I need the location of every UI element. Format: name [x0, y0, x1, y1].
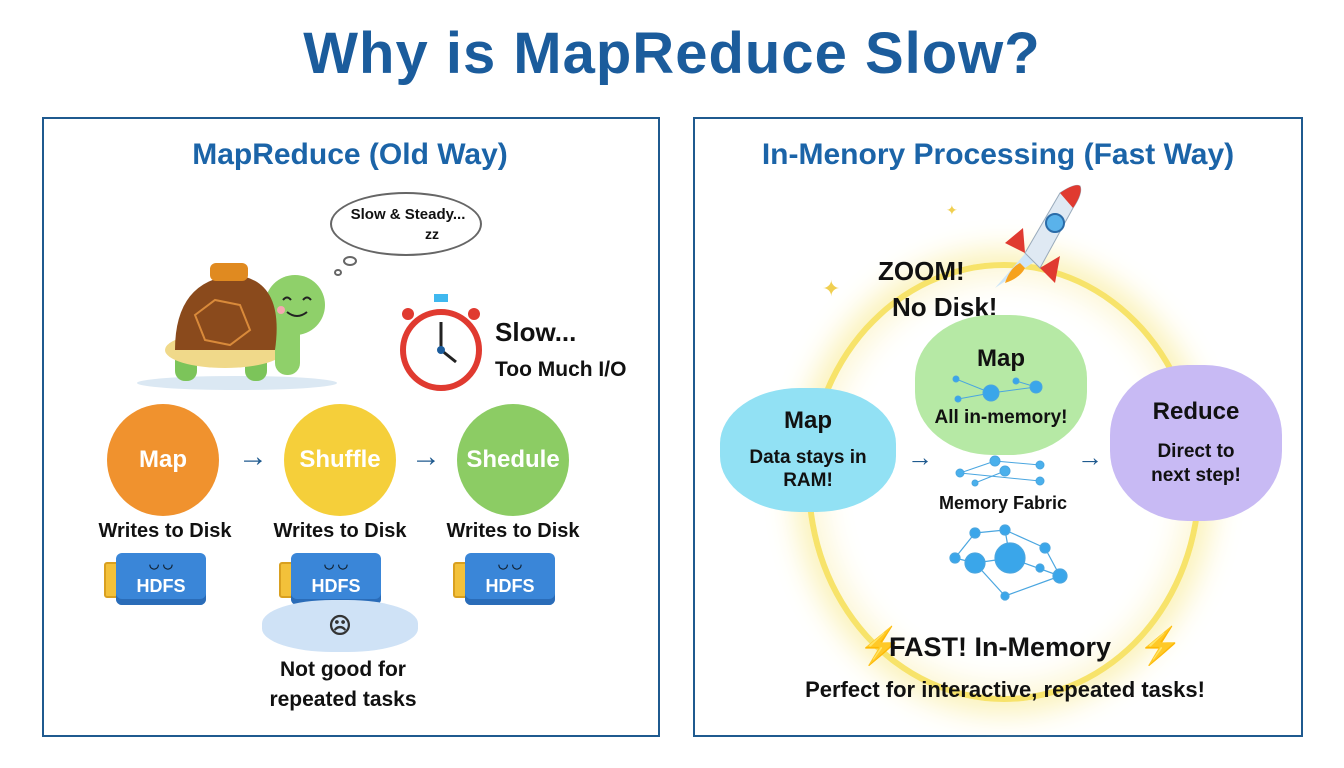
network-icon: [955, 455, 1045, 487]
writes-to-disk-label: Writes to Disk: [446, 520, 580, 542]
stage-map: Map: [107, 404, 219, 516]
thought-dot: [334, 269, 342, 276]
cloud-title: Map: [784, 407, 832, 435]
writes-to-disk-label: Writes to Disk: [273, 520, 407, 542]
hdfs-disk-icon: ◡ ◡HDFS: [291, 553, 381, 605]
zoom-label: ZOOM!: [878, 256, 965, 286]
arrow-icon: →: [238, 440, 268, 473]
sparkle-icon: ✦: [822, 276, 841, 301]
thought-bubble: Slow & Steady... zz: [330, 192, 482, 256]
sparkle-icon: ✦: [946, 202, 958, 218]
lightning-icon: ⚡: [1138, 625, 1183, 666]
hdfs-label: HDFS: [485, 576, 535, 596]
page-title: Why is MapReduce Slow?: [303, 21, 1041, 86]
writes-to-disk-label: Writes to Disk: [98, 520, 232, 542]
stopwatch-icon: [400, 294, 482, 391]
hdfs-label: HDFS: [311, 576, 361, 596]
cloud-title: Map: [977, 345, 1025, 372]
thought-zz: zz: [425, 226, 439, 242]
note-line-2: repeated tasks: [269, 688, 417, 711]
network-icon: [952, 375, 1043, 403]
cloud-text: Direct to next step!: [1151, 441, 1241, 486]
fast-label: FAST! In-Memory: [888, 632, 1112, 662]
cloud-title: Reduce: [1152, 398, 1240, 426]
slow-label: Slow...: [495, 317, 577, 347]
lightning-icon: ⚡: [858, 625, 903, 666]
memory-fabric-label: Memory Fabric: [938, 493, 1068, 513]
hdfs-disk-icon: ◡ ◡HDFS: [465, 553, 555, 605]
stage-shuffle: Shuffle: [284, 404, 396, 516]
arrow-icon: →: [411, 440, 441, 473]
note-line-1: Not good for: [280, 658, 406, 681]
cloud-text: Data stays in RAM!: [749, 447, 867, 491]
cloud-text: All in-memory!: [934, 407, 1068, 428]
hdfs-label: HDFS: [136, 576, 186, 596]
thought-dot: [343, 256, 357, 266]
thought-text: Slow & Steady...: [350, 206, 466, 223]
stage-schedule: Shedule: [457, 404, 569, 516]
hdfs-disk-icon: ◡ ◡HDFS: [116, 553, 206, 605]
in-memory-heading: In-Menory Processing (Fast Way): [761, 138, 1235, 171]
mapreduce-heading: MapReduce (Old Way): [192, 138, 508, 171]
memory-fabric-network-icon: [949, 524, 1068, 601]
map-cloud-in-memory: Map All in-memory!: [915, 315, 1087, 455]
turtle-icon: [137, 263, 337, 390]
arrow-icon: →: [1077, 442, 1103, 472]
sad-cloud-icon: ☹: [262, 600, 418, 652]
reduce-cloud: Reduce Direct to next step!: [1110, 365, 1282, 521]
map-cloud-ram: Map Data stays in RAM!: [720, 388, 896, 512]
arrow-icon: →: [907, 442, 933, 472]
rocket-icon: [995, 184, 1082, 288]
too-much-io-label: Too Much I/O: [495, 358, 627, 381]
perfect-for-label: Perfect for interactive, repeated tasks!: [805, 677, 1205, 702]
